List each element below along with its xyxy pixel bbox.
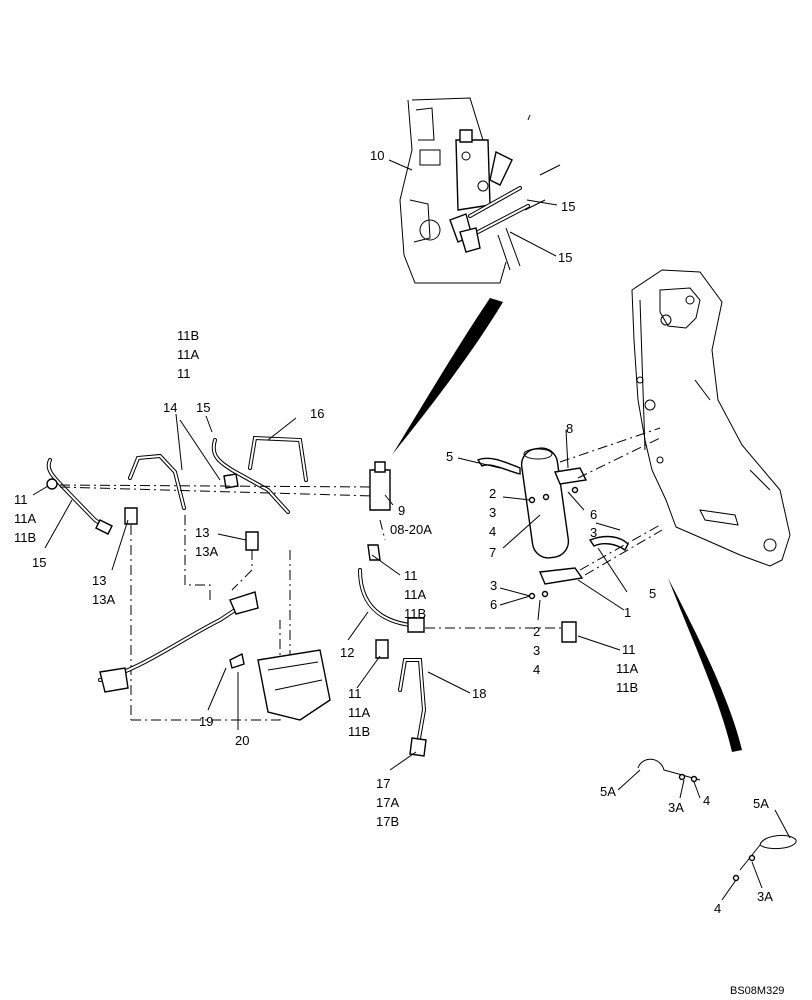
routing-lines: [59, 484, 570, 721]
callout-4: 4: [703, 793, 710, 808]
callout-15: 15: [196, 400, 210, 415]
callout-4: 4: [489, 524, 496, 539]
callout-5: 5: [649, 586, 656, 601]
callout-11B: 11B: [177, 328, 199, 343]
callout-17B: 17B: [376, 814, 399, 829]
callout-5A: 5A: [600, 784, 616, 799]
callout-3A: 3A: [668, 800, 684, 815]
callout-2: 2: [489, 486, 496, 501]
callout-11B: 11B: [404, 606, 426, 621]
accumulator-assembly: [476, 427, 663, 600]
callout-3: 3: [590, 525, 597, 540]
frame-pointer: [668, 578, 742, 752]
callout-15: 15: [561, 199, 575, 214]
callout-11: 11: [14, 492, 28, 507]
callout-11B: 11B: [348, 724, 370, 739]
callout-17A: 17A: [376, 795, 399, 810]
callout-8: 8: [566, 421, 573, 436]
callout-11B: 11B: [14, 530, 36, 545]
callout-15: 15: [558, 250, 572, 265]
callout-5: 5: [446, 449, 453, 464]
callout-13A: 13A: [92, 592, 115, 607]
callout-11B: 11B: [616, 680, 638, 695]
callout-17: 17: [376, 776, 390, 791]
callout-11A: 11A: [14, 511, 36, 526]
callout-16: 16: [310, 406, 324, 421]
callout-20: 20: [235, 733, 249, 748]
hose-and-valve: [98, 591, 331, 721]
callout-11A: 11A: [616, 661, 638, 676]
pressure-valve-and-hose: [358, 461, 577, 757]
callout-08-20A: 08-20A: [390, 522, 432, 537]
callout-11: 11: [404, 568, 418, 583]
callout-11: 11: [622, 642, 636, 657]
callout-14: 14: [163, 400, 177, 415]
callout-6: 6: [490, 597, 497, 612]
callout-3: 3: [490, 578, 497, 593]
callout-13: 13: [195, 525, 209, 540]
callout-13A: 13A: [195, 544, 218, 559]
callout-4: 4: [533, 662, 540, 677]
callout-10: 10: [370, 148, 384, 163]
tube-assemblies: [46, 435, 308, 551]
inset-detail-view: [388, 97, 561, 284]
callout-11: 11: [177, 366, 191, 381]
callout-labels: 10 15 15 11B 11A 11 14 15 16 11 11A 11B …: [14, 148, 784, 997]
clip-details: [637, 758, 797, 882]
loader-frame: [631, 269, 791, 567]
callout-19: 19: [199, 714, 213, 729]
callout-3: 3: [489, 505, 496, 520]
callout-11A: 11A: [177, 347, 199, 362]
callout-5A: 5A: [753, 796, 769, 811]
callout-3: 3: [533, 643, 540, 658]
leader-lines: [32, 413, 791, 901]
callout-9: 9: [398, 503, 405, 518]
callout-1: 1: [624, 605, 631, 620]
callout-11A: 11A: [348, 705, 370, 720]
figure-code: BS08M329: [730, 985, 784, 997]
callout-11: 11: [348, 686, 362, 701]
callout-15: 15: [32, 555, 46, 570]
callout-6: 6: [590, 507, 597, 522]
callout-12: 12: [340, 645, 354, 660]
callout-11A: 11A: [404, 587, 426, 602]
callout-7: 7: [489, 545, 496, 560]
callout-13: 13: [92, 573, 106, 588]
inset-pointer: [392, 298, 503, 455]
callout-4: 4: [714, 901, 721, 916]
callout-2: 2: [533, 624, 540, 639]
callout-18: 18: [472, 686, 486, 701]
callout-3A: 3A: [757, 889, 773, 904]
